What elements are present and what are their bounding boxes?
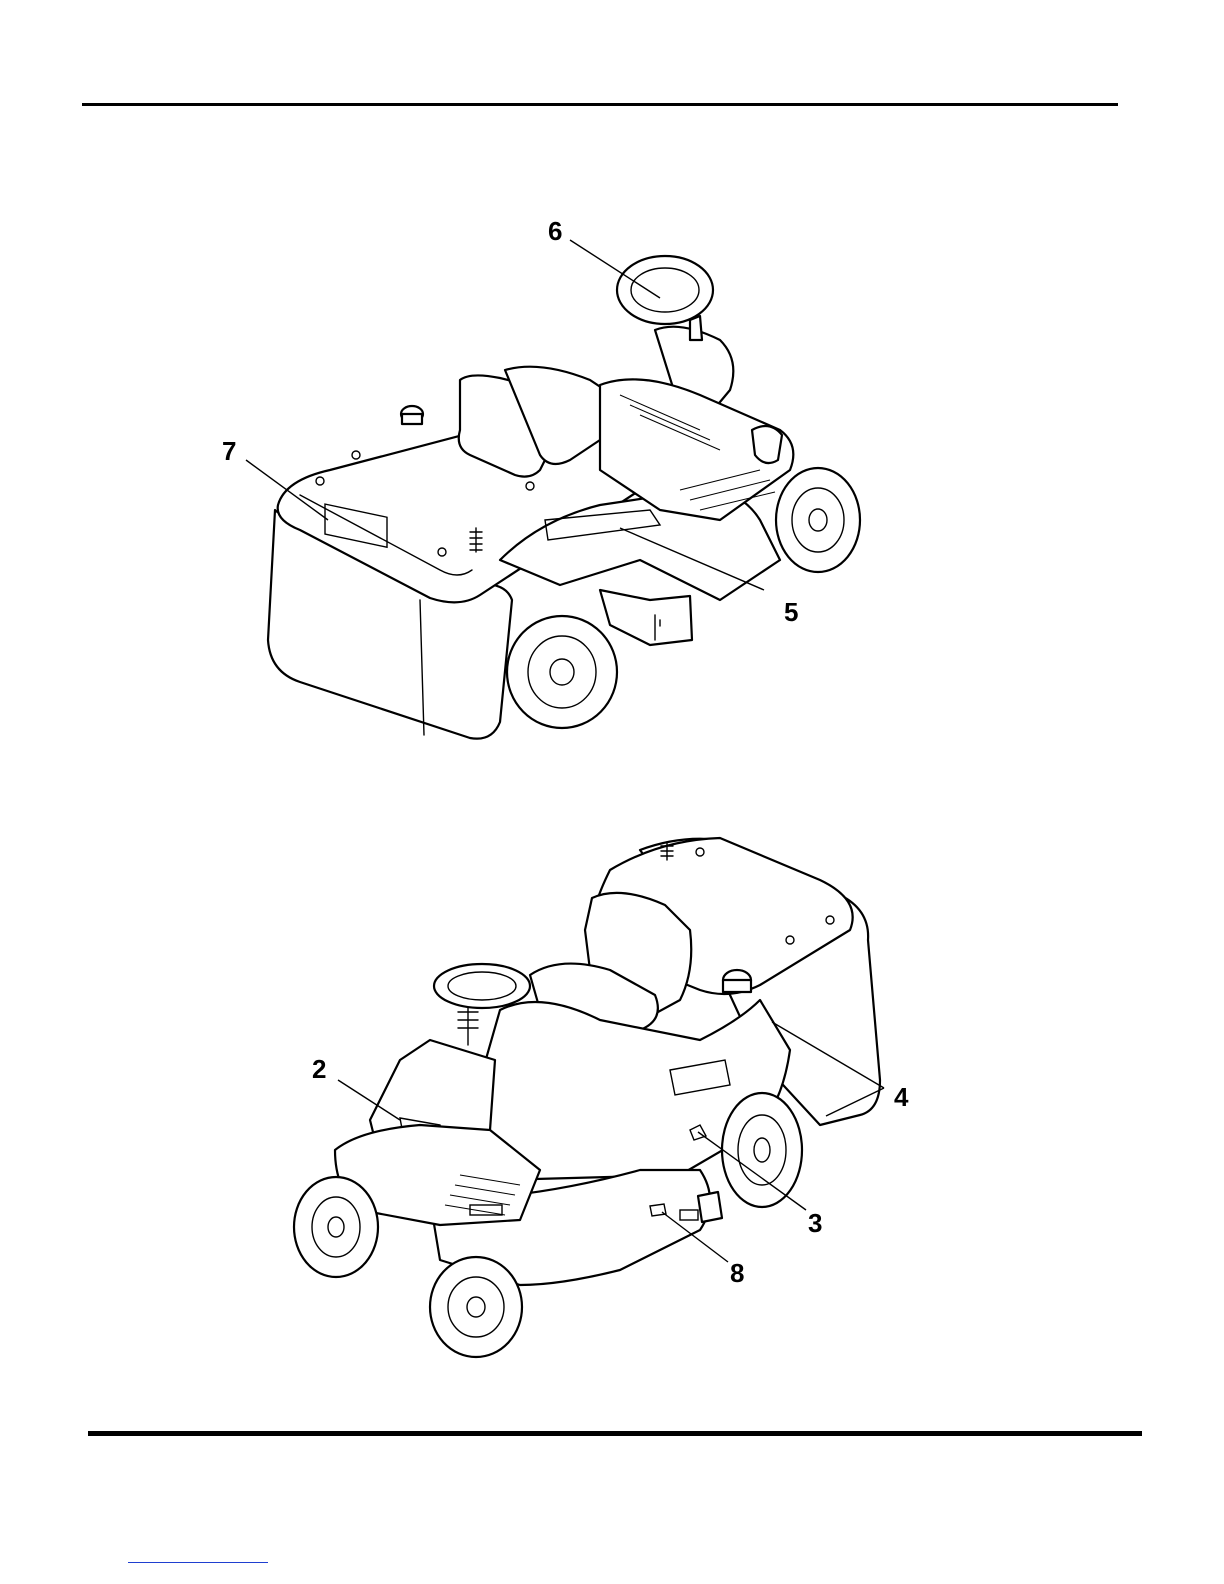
footer-rule: [88, 1431, 1142, 1436]
footer-link-underline[interactable]: [128, 1562, 268, 1563]
callout-4: 4: [894, 1082, 909, 1112]
callout-8: 8: [730, 1258, 744, 1288]
callout-3: 3: [808, 1208, 822, 1238]
callout-2: 2: [312, 1054, 326, 1084]
